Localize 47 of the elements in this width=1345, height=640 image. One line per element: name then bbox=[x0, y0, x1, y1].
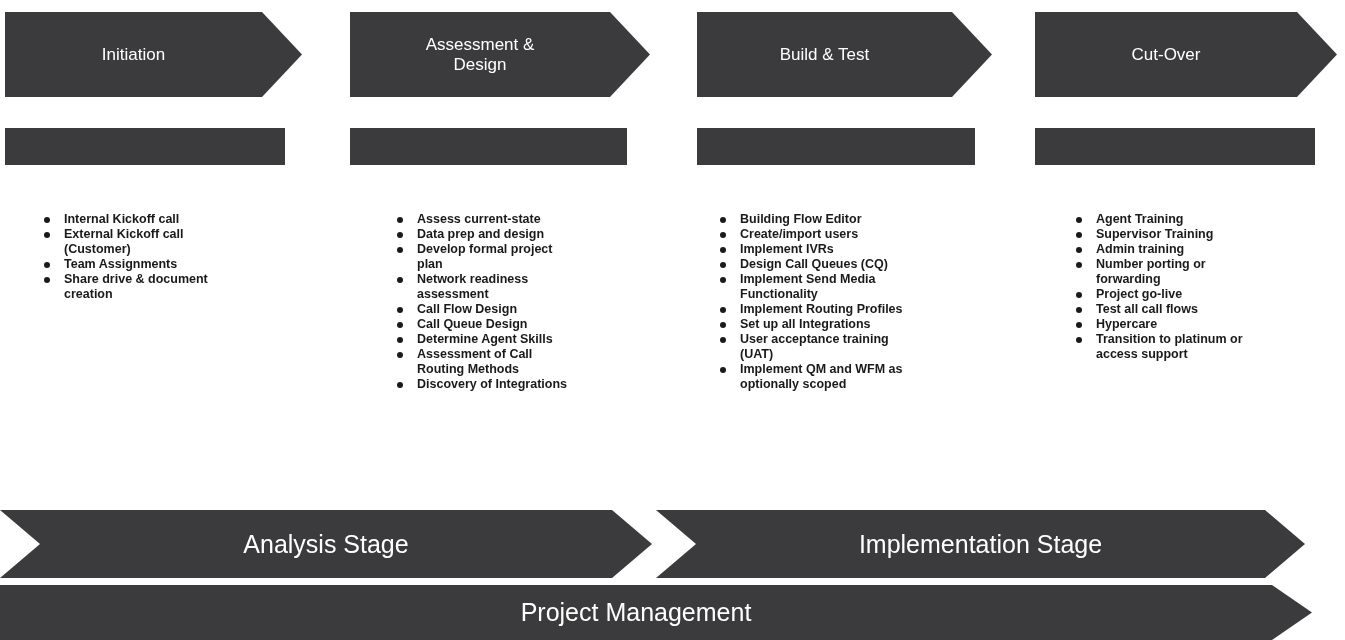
bullet-item: Test all call flows bbox=[1072, 302, 1272, 317]
bullet-item: Agent Training bbox=[1072, 212, 1272, 227]
bullet-item: Discovery of Integrations bbox=[393, 377, 578, 392]
bullet-item: Design Call Queues (CQ) bbox=[716, 257, 916, 272]
bullet-item: External Kickoff call (Customer) bbox=[40, 227, 250, 257]
stage-label: Initiation bbox=[101, 44, 166, 65]
bullet-item: Call Queue Design bbox=[393, 317, 578, 332]
stage-banner bbox=[0, 585, 1312, 640]
bullet-item: Data prep and design bbox=[393, 227, 578, 242]
bullet-item: User acceptance training (UAT) bbox=[716, 332, 916, 362]
stage-label: Cut-Over bbox=[1131, 44, 1201, 65]
bullet-item: Supervisor Training bbox=[1072, 227, 1272, 242]
bullet-item: Set up all Integrations bbox=[716, 317, 916, 332]
bullet-item: Call Flow Design bbox=[393, 302, 578, 317]
bullet-item: Develop formal project plan bbox=[393, 242, 578, 272]
bullet-item: Share drive & document creation bbox=[40, 272, 250, 302]
bullet-item: Assess current-state bbox=[393, 212, 578, 227]
stage-label: Assessment & Design bbox=[424, 34, 536, 75]
bullet-item: Implement Routing Profiles bbox=[716, 302, 916, 317]
header-bar bbox=[5, 128, 285, 165]
bullet-item: Assessment of Call Routing Methods bbox=[393, 347, 578, 377]
bullet-item: Internal Kickoff call bbox=[40, 212, 250, 227]
stage-label: Analysis Stage bbox=[243, 529, 409, 559]
bullet-item: Network readiness assessment bbox=[393, 272, 578, 302]
bullet-item: Transition to platinum or access support bbox=[1072, 332, 1272, 362]
bullet-item: Determine Agent Skills bbox=[393, 332, 578, 347]
header-bar bbox=[350, 128, 627, 165]
bullet-item: Project go-live bbox=[1072, 287, 1272, 302]
bullet-item: Implement QM and WFM as optionally scoped bbox=[716, 362, 916, 392]
bullet-item: Admin training bbox=[1072, 242, 1272, 257]
header-bar bbox=[1035, 128, 1315, 165]
stage-label: Project Management bbox=[520, 598, 752, 627]
stage-banner bbox=[5, 12, 302, 97]
bullet-item: Implement Send Media Functionality bbox=[716, 272, 916, 302]
bullet-item: Implement IVRs bbox=[716, 242, 916, 257]
bullet-item: Team Assignments bbox=[40, 257, 250, 272]
stage-label: Implementation Stage bbox=[858, 529, 1103, 559]
bullet-item: Create/import users bbox=[716, 227, 916, 242]
bullet-item: Hypercare bbox=[1072, 317, 1272, 332]
bullet-item: Building Flow Editor bbox=[716, 212, 916, 227]
header-bar bbox=[697, 128, 975, 165]
stage-banner bbox=[0, 510, 652, 578]
stage-banner bbox=[1035, 12, 1337, 97]
stage-label: Build & Test bbox=[779, 44, 870, 65]
bullet-item: Number porting or forwarding bbox=[1072, 257, 1272, 287]
stage-banner bbox=[697, 12, 992, 97]
stage-banner bbox=[350, 12, 650, 97]
